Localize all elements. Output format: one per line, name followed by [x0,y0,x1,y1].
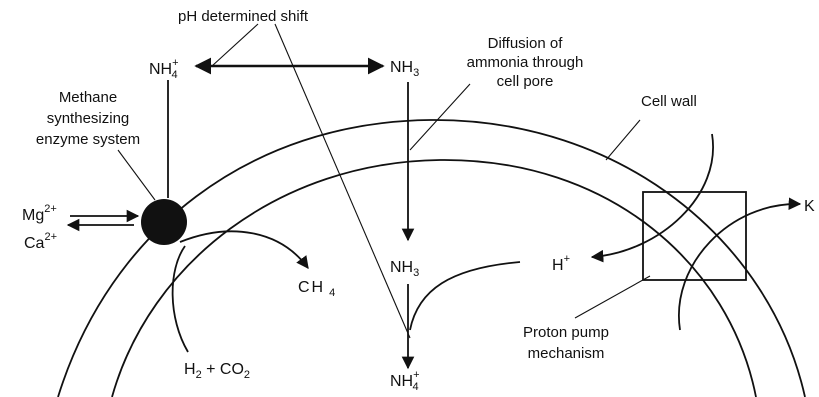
diffusion-pointer [409,83,471,151]
nh3-top-label: NH3 [390,59,419,79]
ca-ion-label: Ca2+ [24,231,57,252]
h-plus-export-curve [590,133,714,263]
proton-pump-label-line1: Proton pump [523,324,609,341]
mg-ion-label: Mg2+ [22,203,57,224]
proton-pump-pointer [574,275,651,319]
enzyme-sphere [141,199,187,245]
ch4-production-curve [179,230,309,270]
proton-pump-label-line2: mechanism [528,345,605,362]
diffusion-label-line1: Diffusion of [488,35,564,52]
h2-co2-input-curve [171,245,189,353]
proton-pump-box [642,191,747,281]
nh4-bottom-label: NH+4 [390,369,420,393]
ph-pointer-left [211,23,259,67]
k-ion-label: K [804,198,815,215]
methane-label-line3: enzyme system [36,131,140,148]
ph-shift-label: pH determined shift [178,8,309,25]
h-plus-consumption-curve [409,261,521,331]
methane-label-line2: synthesizing [47,110,130,127]
nh4-top-label: NH+4 [149,57,179,81]
cell-wall-inner-arc [111,159,757,397]
ph-pointer-right [274,23,411,339]
diffusion-label-line3: cell pore [497,73,554,90]
methane-label-line1: Methane [59,89,117,106]
h-plus-label: H+ [552,253,570,274]
cell-wall-outer-arc [57,119,806,397]
diffusion-label-line2: ammonia through [467,54,584,71]
h2-co2-label: H2 + CO2 [184,361,250,381]
methane-pointer [117,149,156,201]
nh3-mid-label: NH3 [390,259,419,279]
k-plus-curve [678,197,802,331]
cell-wall-label: Cell wall [641,93,697,110]
cell-wall-pointer [605,119,641,161]
